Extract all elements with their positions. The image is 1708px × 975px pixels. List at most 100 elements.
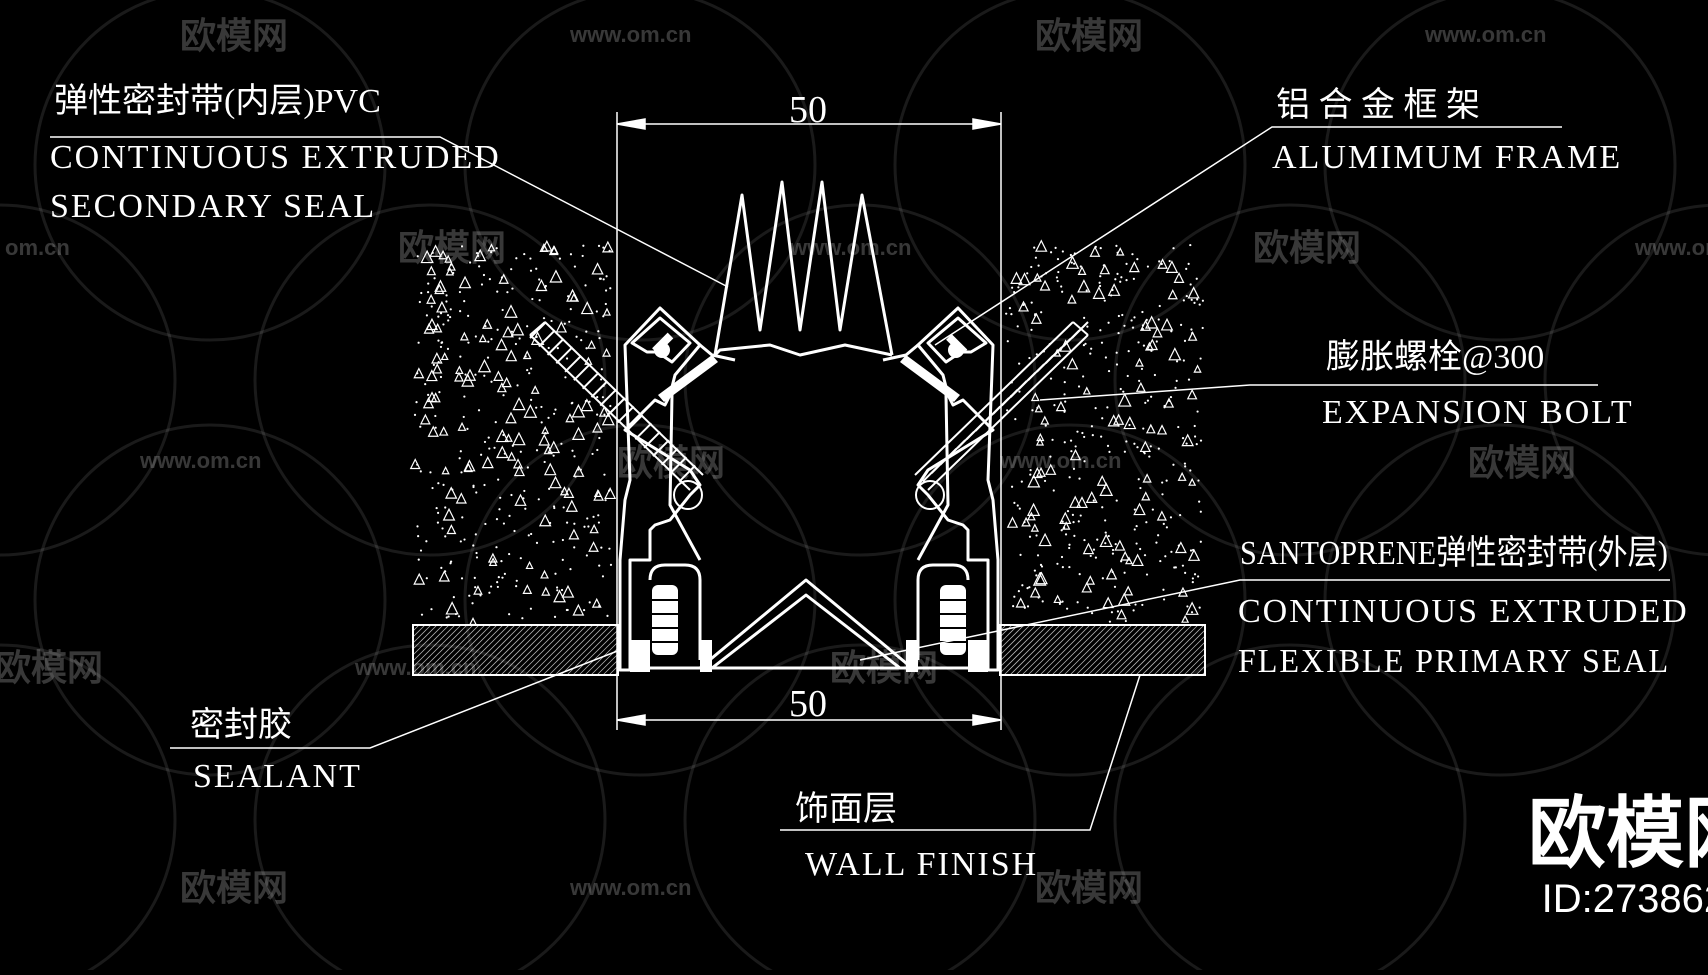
aggregate-dot [1134, 603, 1137, 606]
aggregate-dot [473, 576, 476, 579]
aggregate-dot [1201, 299, 1204, 302]
wall-finish-cn: 饰面层 [795, 790, 897, 828]
aggregate-dot [530, 532, 533, 536]
hatch-line [1087, 624, 1139, 676]
aggregate-dot [463, 395, 466, 398]
aggregate-dot [439, 345, 443, 349]
aggregate-mark [1035, 437, 1045, 446]
aggregate-dot [1133, 528, 1136, 531]
hatch-line [1147, 624, 1199, 676]
aggregate-dot [1074, 445, 1077, 448]
aggregate-dot [1020, 480, 1023, 483]
aggregate-dot [606, 614, 609, 617]
aggregate-dot [439, 312, 443, 315]
aggregate-mark [1115, 247, 1125, 256]
aggregate-dot [584, 284, 587, 287]
aggregate-dot [472, 544, 475, 547]
aggregate-dot [568, 320, 571, 323]
dimension-bottom [616, 714, 1002, 726]
aggregate-mark [1034, 404, 1043, 413]
aggregate-dot [442, 323, 445, 326]
aggregate-dot [1127, 350, 1130, 353]
aggregate-dot [500, 559, 503, 563]
aggregate-dot [1165, 479, 1168, 482]
label-frame: 铝 合 金 框 架 ALUMIMUM FRAME [1272, 86, 1620, 176]
aggregate-mark [1085, 575, 1096, 585]
aggregate-dot [1049, 251, 1053, 254]
aggregate-mark [434, 283, 445, 295]
aggregate-dot [495, 247, 498, 250]
aggregate-dot [1026, 272, 1029, 275]
aggregate-dot [563, 322, 566, 325]
brand-stamp-id: ID:2738622 [1542, 877, 1708, 921]
aggregate-dot [535, 541, 539, 544]
aggregate-dot [1058, 602, 1061, 605]
hatch-line [434, 624, 486, 676]
aggregate-dot [1170, 330, 1173, 333]
aggregate-mark [1065, 255, 1080, 269]
aggregate-dot [1197, 479, 1200, 482]
aggregate-mark [1133, 502, 1146, 516]
aggregate-dot [1128, 423, 1131, 427]
aggregate-mark [580, 301, 594, 315]
aggregate-dot [547, 416, 550, 419]
aggregate-dot [602, 278, 605, 281]
aggregate-dot [1120, 560, 1123, 563]
aggregate-mark [506, 451, 517, 461]
aggregate-dot [449, 560, 453, 563]
label-bolt: 膨胀螺栓@300 EXPANSION BOLT [1322, 338, 1632, 431]
aggregate-dot [526, 368, 529, 372]
aggregate-dot [1126, 374, 1129, 378]
hatch-line [1051, 624, 1103, 676]
aggregate-mark [1135, 357, 1144, 367]
aggregate-dot [1151, 508, 1154, 511]
aggregate-mark [1188, 477, 1197, 486]
aggregate-mark [1039, 279, 1051, 291]
aggregate-mark [493, 370, 504, 381]
aggregate-dot [474, 335, 477, 338]
aggregate-dot [1099, 275, 1102, 278]
aggregate-dot [1026, 605, 1030, 608]
aggregate-mark [1099, 263, 1111, 275]
aggregate-dot [1069, 439, 1073, 442]
aggregate-dot [588, 400, 591, 403]
aggregate-dot [1104, 531, 1107, 534]
aggregate-dot [1043, 479, 1047, 483]
aggregate-dot [475, 551, 478, 555]
aggregate-mark [1085, 491, 1098, 503]
aggregate-dot [1066, 510, 1070, 513]
aggregate-dot [1115, 244, 1118, 247]
aggregate-dot [488, 278, 491, 281]
aggregate-dot [535, 335, 538, 339]
aggregate-dot [555, 586, 559, 589]
aggregate-dot [1158, 304, 1161, 308]
hatch-line [1057, 624, 1109, 676]
aggregate-mark [1082, 386, 1091, 395]
aggregate-dot [1139, 547, 1142, 551]
aggregate-dot [562, 506, 565, 509]
aggregate-dot [596, 448, 599, 452]
aggregate-mark [502, 325, 514, 338]
hatch-line [1009, 624, 1061, 676]
aggregate-dot [1049, 455, 1052, 458]
hatch-line [412, 624, 420, 632]
watermark-layer: 欧模网 www.om.cn 欧模网 www.om.cn om.cn 欧模网 ww… [0, 15, 1708, 908]
aggregate-dot [420, 613, 424, 616]
aggregate-dot [1139, 486, 1142, 490]
secondary-seal-bellows [713, 180, 894, 356]
aggregate-dot [1016, 325, 1019, 328]
aggregate-dot [437, 315, 440, 318]
aggregate-dot [1123, 571, 1126, 574]
aggregate-dot [1044, 424, 1047, 427]
aggregate-dot [1078, 573, 1081, 576]
hatch-line [464, 624, 516, 676]
aggregate-mark [547, 440, 561, 454]
aggregate-mark [1157, 258, 1168, 269]
aggregate-dot [1069, 253, 1072, 257]
aggregate-dot [600, 368, 603, 371]
aggregate-dot [591, 452, 594, 456]
aggregate-dot [1141, 327, 1145, 331]
aggregate-dot [1103, 486, 1106, 490]
aggregate-dot [519, 450, 522, 453]
aggregate-dot [464, 373, 467, 376]
